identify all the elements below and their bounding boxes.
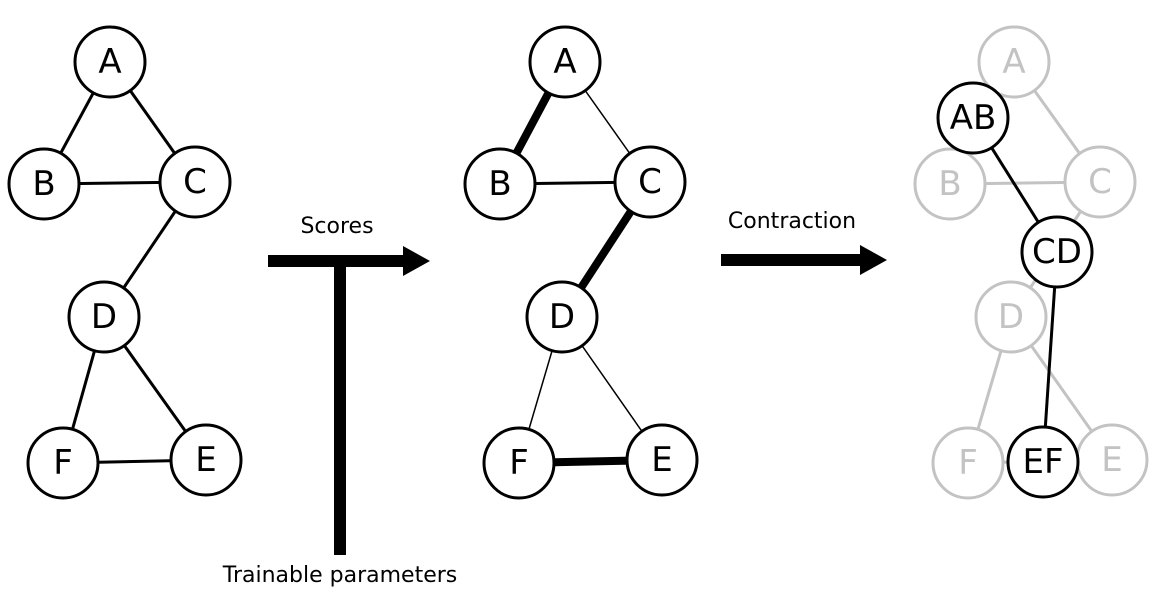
original-graph-nodes: A B C D E F [7,25,243,500]
scored-node-circle-b [463,147,537,221]
original-graph-panel: A B C D E F [7,25,243,500]
faded-node-circle-b [913,147,987,221]
original-graph-edges [42,61,208,465]
faded-node-label-d: D [998,297,1024,337]
scored-node-label-e: E [651,440,672,480]
scored-node-circle-f [482,426,556,500]
contracted-node-circle-cd [1020,215,1094,289]
original-node-circle-c [158,145,232,219]
faded-node-f: F [931,426,1005,500]
scored-node-c: C [613,145,687,219]
original-node-circle-f [26,426,100,500]
scored-node-label-d: D [549,297,575,337]
scored-node-circle-e [625,423,699,497]
contracted-node-label-ef: EF [1022,442,1063,482]
original-node-circle-a [73,25,147,99]
trainable-parameters-label: Trainable parameters [222,563,457,588]
original-node-a: A [73,25,147,99]
original-node-e: E [169,423,243,497]
contracted-node-label-cd: CD [1032,232,1082,272]
original-node-label-c: C [183,162,207,202]
faded-node-b: B [913,147,987,221]
scores-arrow-head [403,246,430,276]
original-node-d: D [67,280,141,354]
original-node-label-a: A [98,42,121,82]
original-node-c: C [158,145,232,219]
scored-node-label-c: C [638,162,662,202]
contracted-node-ef: EF [1006,425,1080,499]
faded-node-label-f: F [958,443,978,483]
original-node-circle-d [67,280,141,354]
faded-node-label-b: B [938,164,961,204]
scores-label: Scores [300,214,373,239]
scored-graph-nodes: A B C D E F [463,25,699,500]
original-node-label-d: D [91,297,117,337]
contraction-label: Contraction [728,209,856,234]
faded-node-circle-d [974,280,1048,354]
faded-node-circle-a [977,25,1051,99]
scored-node-label-f: F [509,443,529,483]
contraction-arrow [721,245,887,275]
scored-node-e: E [625,423,699,497]
original-node-circle-e [169,423,243,497]
faded-node-e: E [1075,423,1149,497]
scored-graph-edges [496,60,663,467]
original-node-b: B [7,147,81,221]
contracted-node-circle-ab [936,81,1010,155]
faded-node-label-e: E [1101,440,1122,480]
scored-node-f: F [482,426,556,500]
faded-node-a: A [977,25,1051,99]
faded-node-circle-c [1063,145,1137,219]
scored-node-d: D [525,280,599,354]
scored-node-label-a: A [553,42,576,82]
scored-node-label-b: B [488,164,511,204]
faded-node-label-a: A [1002,42,1025,82]
original-node-label-f: F [53,443,73,483]
contracted-node-label-ab: AB [950,98,997,138]
scored-node-circle-c [613,145,687,219]
contraction-arrow-head [860,245,887,275]
scored-node-b: B [463,147,537,221]
contracted-graph-nodes: AB CD EF [936,81,1094,499]
scored-node-circle-d [525,280,599,354]
faded-node-d: D [974,280,1048,354]
faded-node-c: C [1063,145,1137,219]
scored-node-a: A [528,25,602,99]
scores-arrow [268,246,430,276]
contracted-node-circle-ef [1006,425,1080,499]
original-node-circle-b [7,147,81,221]
contracted-node-cd: CD [1020,215,1094,289]
contracted-node-ab: AB [936,81,1010,155]
scored-graph-panel: A B C D E F [463,25,699,500]
original-node-label-b: B [32,164,55,204]
faded-node-circle-f [931,426,1005,500]
faded-node-label-c: C [1088,162,1112,202]
original-node-f: F [26,426,100,500]
original-node-label-e: E [195,440,216,480]
scored-node-circle-a [528,25,602,99]
